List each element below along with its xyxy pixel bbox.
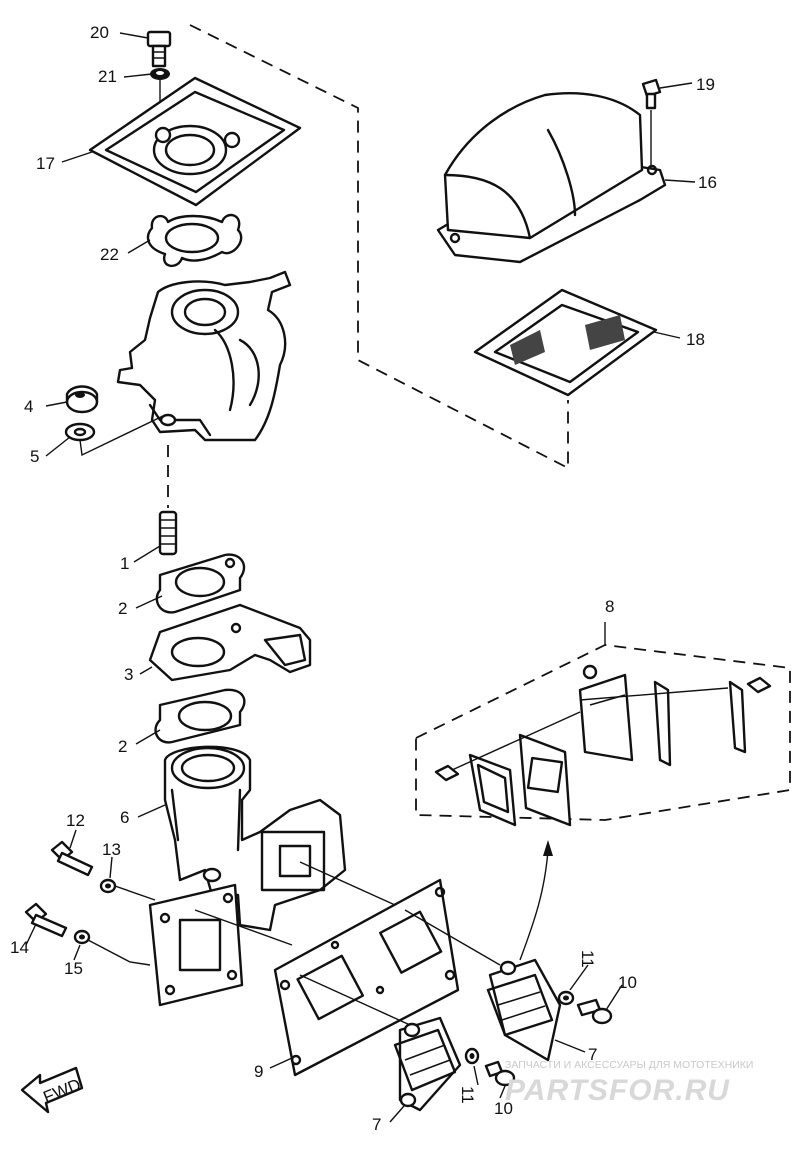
- reed-screw[interactable]: [746, 676, 772, 694]
- washer-13[interactable]: [99, 878, 117, 894]
- gasket-2-upper[interactable]: [155, 553, 246, 614]
- callout-leaders: [25, 32, 696, 1123]
- callout-21: 21: [98, 67, 117, 86]
- guide-line-reed-1: [194, 909, 293, 946]
- callout-2-lower: 2: [118, 737, 127, 756]
- intake-manifold-6[interactable]: [163, 745, 347, 932]
- bolt-20[interactable]: [146, 30, 172, 68]
- watermark-caption: ЗАПЧАСТИ И АКСЕССУАРЫ ДЛЯ МОТОТЕХНИКИ: [505, 1059, 753, 1071]
- air-silencer-cover-16[interactable]: [436, 92, 667, 264]
- reed-body[interactable]: [518, 733, 572, 827]
- washer-11-lower[interactable]: [464, 1047, 480, 1065]
- callout-10-lower: 10: [494, 1099, 513, 1118]
- guide-line-reed-2: [299, 861, 396, 906]
- screw-10-upper[interactable]: [576, 998, 613, 1025]
- washer-15[interactable]: [73, 929, 91, 945]
- callout-3: 3: [124, 665, 133, 684]
- bolt-12[interactable]: [50, 840, 94, 877]
- gasket-22[interactable]: [146, 213, 243, 267]
- insulator-plate-3[interactable]: [148, 603, 312, 682]
- bolt-19[interactable]: [641, 78, 662, 110]
- callout-18: 18: [686, 330, 705, 349]
- bolt-14[interactable]: [24, 902, 68, 938]
- manifold-flange-left[interactable]: [148, 883, 244, 1007]
- grommet-4[interactable]: [65, 385, 99, 414]
- watermark-brand: PARTSFOR.RU: [505, 1074, 730, 1107]
- callout-11-upper: 11: [578, 950, 597, 968]
- screw-10-lower[interactable]: [484, 1060, 516, 1087]
- callout-9: 9: [254, 1062, 263, 1081]
- callout-10-upper: 10: [618, 973, 637, 992]
- guide-line-reed-left: [451, 711, 581, 771]
- reed-valve-7-lower[interactable]: [393, 1016, 462, 1112]
- reed-petal[interactable]: [653, 680, 672, 767]
- callout-20: 20: [90, 23, 109, 42]
- washer-11-upper[interactable]: [557, 990, 575, 1006]
- callout-17: 17: [36, 154, 55, 173]
- fwd-arrow: FWD: [20, 1066, 84, 1114]
- callout-11-lower: 11: [458, 1086, 477, 1104]
- callout-12: 12: [66, 811, 85, 830]
- callout-7-upper: 7: [588, 1045, 597, 1064]
- callout-5: 5: [30, 447, 39, 466]
- reed-valve-7-upper[interactable]: [486, 958, 562, 1062]
- explode-arrow: [519, 849, 549, 961]
- gasket-2-lower[interactable]: [154, 688, 246, 744]
- cover-plate-17[interactable]: [88, 76, 302, 207]
- callout-22: 22: [100, 245, 119, 264]
- callout-8: 8: [605, 597, 614, 616]
- callout-6: 6: [120, 808, 129, 827]
- callout-13: 13: [102, 840, 121, 859]
- guide-line-top: [189, 24, 569, 470]
- callout-14: 14: [10, 938, 29, 957]
- callout-1: 1: [120, 554, 129, 573]
- guide-line-reed-4: [299, 974, 411, 1026]
- callout-15: 15: [64, 959, 83, 978]
- callout-4: 4: [24, 397, 33, 416]
- callout-7-lower: 7: [372, 1115, 381, 1134]
- reed-stopper-plate[interactable]: [578, 664, 634, 762]
- guide-line-reed-3: [404, 909, 501, 966]
- guide-line-reed-screw: [579, 687, 729, 701]
- reed-valve-plate[interactable]: [468, 753, 517, 827]
- stud-1[interactable]: [158, 510, 178, 556]
- callout-2-upper: 2: [118, 599, 127, 618]
- reed-block-gasket[interactable]: [728, 680, 747, 754]
- carburetor[interactable]: [116, 270, 292, 442]
- washer-5[interactable]: [64, 422, 96, 442]
- callout-16: 16: [698, 173, 717, 192]
- washer-21[interactable]: [150, 68, 170, 80]
- filter-element-18[interactable]: [473, 288, 658, 397]
- callout-19: 19: [696, 75, 715, 94]
- reed-screw-left[interactable]: [434, 764, 460, 782]
- reed-gasket-9[interactable]: [273, 878, 460, 1077]
